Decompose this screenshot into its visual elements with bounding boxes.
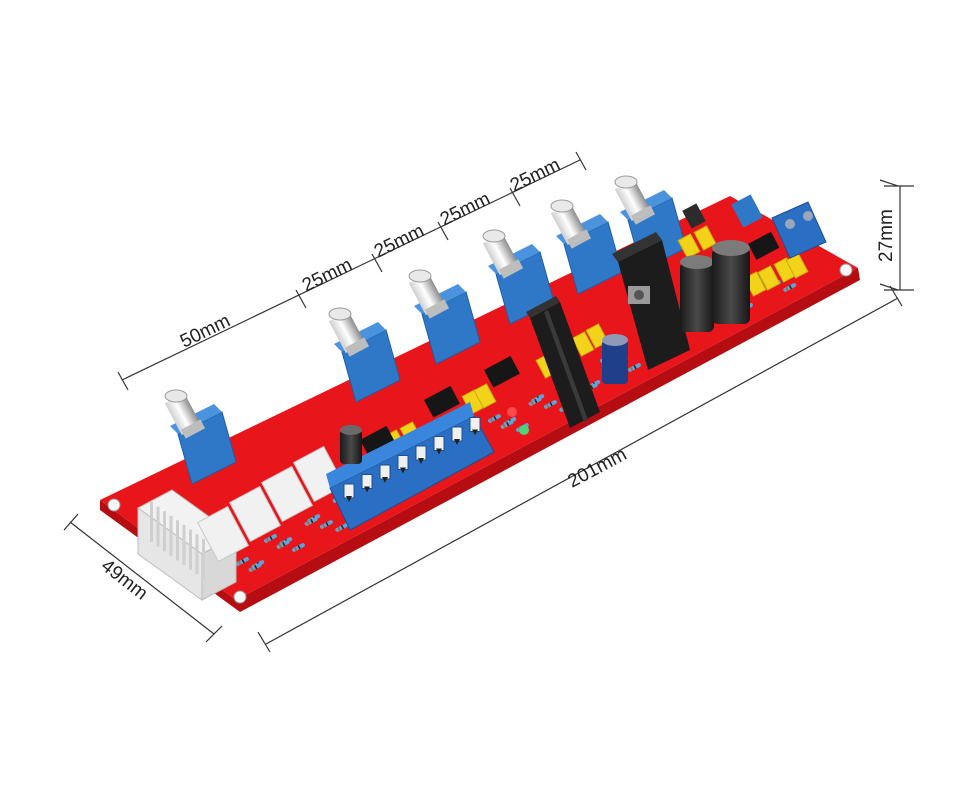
connector-pin xyxy=(150,502,153,542)
resistor xyxy=(320,520,333,529)
connector-pin xyxy=(202,538,205,579)
terminal-screw xyxy=(361,474,373,489)
connector-pin xyxy=(176,520,179,561)
terminal-screw xyxy=(415,445,427,461)
mounting-hole xyxy=(107,498,121,512)
film-capacitor xyxy=(571,331,595,357)
ic-chip xyxy=(424,385,460,418)
film-capacitor xyxy=(585,323,609,349)
terminal-screw xyxy=(397,455,409,470)
power-terminal xyxy=(682,194,827,259)
terminal-screw xyxy=(451,426,463,442)
mounting-hole xyxy=(233,590,247,604)
film-capacitor xyxy=(757,265,781,291)
capacitor-icon xyxy=(340,334,628,464)
resistor xyxy=(544,400,557,409)
connector-pin xyxy=(169,515,173,556)
terminal-screw xyxy=(379,464,391,480)
resistor xyxy=(264,534,277,543)
ic-chip xyxy=(360,425,396,458)
dim-label-25mm-4: 25mm xyxy=(507,154,564,196)
potentiometer-icon xyxy=(328,307,401,403)
terminal-screw xyxy=(343,483,355,499)
heatsink-icon xyxy=(526,232,690,428)
mounting-hole xyxy=(839,263,853,277)
ic-chips xyxy=(360,231,780,458)
film-capacitor xyxy=(473,383,497,409)
ic-chip xyxy=(748,231,780,260)
dim-label-25mm-3: 25mm xyxy=(437,188,494,230)
connector-pin xyxy=(182,525,186,565)
resistor xyxy=(236,557,249,566)
dim-label-201mm: 201mm xyxy=(564,444,630,492)
led-indicators xyxy=(507,407,529,435)
resistor xyxy=(292,543,305,552)
resistor xyxy=(783,283,797,292)
dim-label-27mm: 27mm xyxy=(876,209,897,262)
dim-label-50mm: 50mm xyxy=(177,310,234,352)
potentiometer-icon xyxy=(164,389,237,485)
potentiometer-icon xyxy=(408,269,481,365)
connector-pin xyxy=(156,506,160,547)
ic-chip xyxy=(484,355,520,388)
dim-label-49mm: 49mm xyxy=(97,555,152,604)
terminal-screw xyxy=(433,436,445,451)
dim-label-25mm-2: 25mm xyxy=(371,220,428,262)
large-capacitors xyxy=(680,240,750,332)
film-capacitor xyxy=(693,225,717,251)
resistor xyxy=(528,397,542,406)
film-capacitor xyxy=(677,233,701,259)
connector-pin xyxy=(189,529,192,570)
resistor xyxy=(248,563,262,572)
dim-label-25mm-1: 25mm xyxy=(299,254,356,296)
connector-pin xyxy=(195,534,199,575)
terminal-block-icon xyxy=(326,402,495,531)
resistor xyxy=(276,540,290,549)
resistor xyxy=(500,420,514,429)
resistor xyxy=(628,363,641,372)
resistor xyxy=(304,517,318,526)
connector-pin xyxy=(163,511,166,552)
terminal-screw xyxy=(469,417,481,432)
resistor xyxy=(488,414,501,423)
resistor xyxy=(335,523,349,532)
